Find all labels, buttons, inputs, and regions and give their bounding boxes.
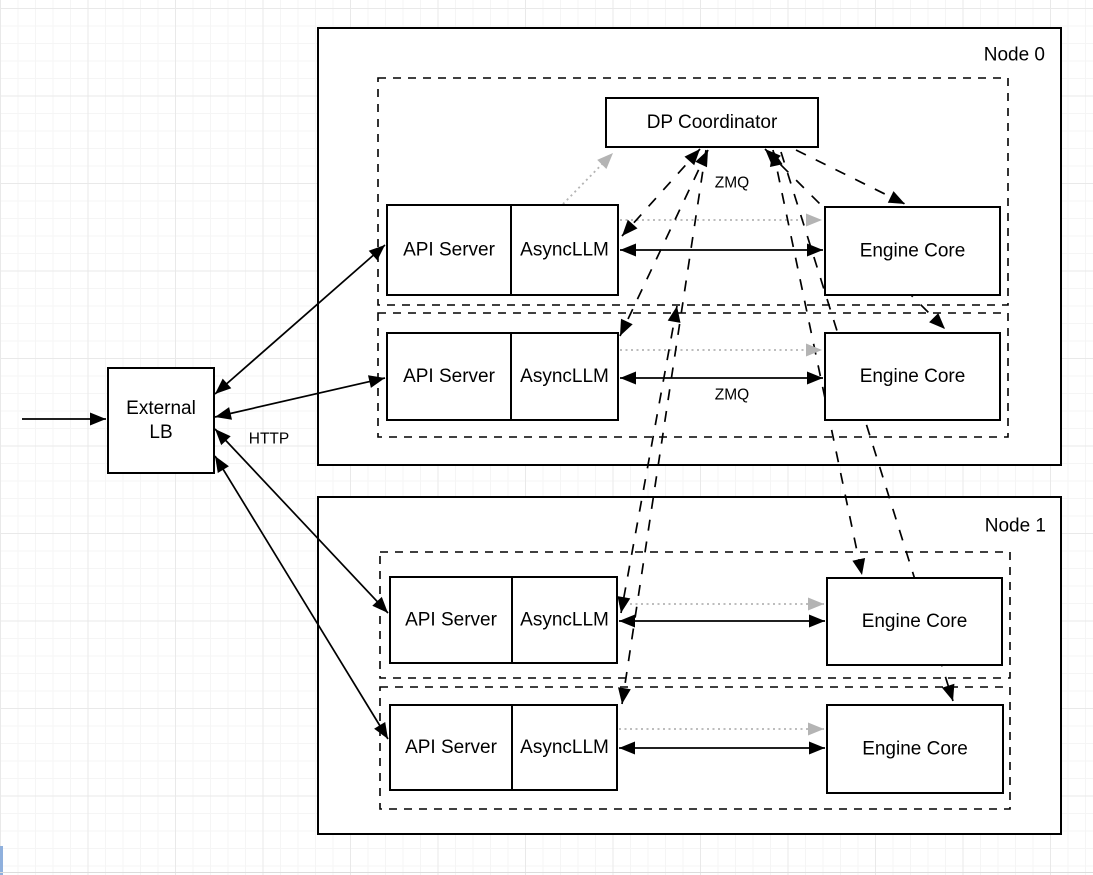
arrowhead-async-ec-dotted-n0r2-end: [806, 343, 822, 357]
arrowhead-lb-api-n1r2-start: [215, 456, 229, 473]
arrowhead-zmq-async-ec-n1r2-end: [809, 741, 825, 755]
box-engine-core-n0r1: [824, 206, 1001, 296]
arrowhead-lb-api-n1r1-start: [215, 429, 231, 446]
box-external-lb: [107, 367, 215, 474]
node1-replica-group-2: [379, 686, 1011, 810]
arrowhead-dp-async-n1r2-end: [618, 687, 631, 704]
arrowhead-dp-engine-n1r2-end: [942, 683, 955, 701]
label-engine-core-n0r2: Engine Core: [860, 366, 966, 387]
label-asyncllm-n0r2: AsyncLLM: [520, 366, 609, 387]
label-api-server-n1r2: API Server: [405, 737, 498, 758]
label-asyncllm-n0r1: AsyncLLM: [520, 240, 609, 261]
arrowhead-lb-api-n1r2-end: [374, 722, 388, 739]
node0-replica-group-1: [377, 77, 1009, 306]
label-zmq-top: ZMQ: [715, 175, 749, 192]
box-asyncllm-n1r2: [511, 704, 618, 791]
box-engine-core-n1r2: [826, 704, 1004, 794]
arrowhead-zmq-async-ec-n0r1-end: [807, 243, 823, 257]
edge-dp-async-n0r1: [621, 148, 701, 237]
arrowhead-lb-api-n0r2-start: [215, 407, 232, 420]
arrowhead-dp-async-n0r1-end: [622, 219, 638, 236]
arrowhead-dp-engine-n0r1-end: [887, 191, 905, 204]
arrowhead-zmq-async-ec-n0r1-start: [620, 243, 636, 257]
label-engine-core-n1r2: Engine Core: [862, 739, 968, 760]
node0-replica-group-2: [377, 312, 1009, 438]
label-asyncllm-n1r1: AsyncLLM: [520, 610, 609, 631]
arrowhead-dp-async-n1r1-start: [667, 306, 681, 323]
node-0-label: Node 0: [984, 45, 1045, 66]
grid-major-line: [0, 872, 1093, 873]
edge-dp-engine-n1r1: [772, 149, 863, 576]
arrowhead-dp-async-n0r2-start: [695, 150, 708, 168]
label-asyncllm-n1r2: AsyncLLM: [520, 737, 609, 758]
arrowhead-dp-engine-n1r1-end: [852, 558, 866, 575]
box-api-server-n1r1: [389, 576, 513, 664]
arrowhead-async-ec-dotted-n1r1-end: [808, 597, 824, 611]
label-dp-coordinator: DP Coordinator: [647, 112, 778, 133]
box-engine-core-n0r2: [824, 332, 1001, 421]
edge-lb-api-n0r1: [214, 244, 386, 395]
edge-dp-async-n1r2: [621, 149, 707, 705]
arrowhead-dp-engine-n1r1-start: [769, 150, 783, 167]
edge-lb-api-n1r2: [214, 455, 389, 740]
arrowhead-zmq-async-ec-n0r2-end: [807, 371, 823, 385]
box-asyncllm-n1r1: [511, 576, 618, 664]
arrowhead-dp-async-n0r2-end: [620, 318, 633, 336]
arrowhead-zmq-async-ec-n1r1-start: [619, 614, 635, 628]
arrowhead-zmq-async-ec-n1r1-end: [809, 614, 825, 628]
label-api-server-n0r1: API Server: [403, 240, 496, 261]
arrowhead-async-dp-dotted-end: [597, 153, 613, 169]
box-dp-coordinator: [605, 97, 819, 148]
arrowhead-async-ec-dotted-n1r2-end: [808, 722, 824, 736]
arrowhead-dp-async-n0r1-start: [684, 149, 700, 166]
box-asyncllm-n0r2: [510, 332, 619, 421]
edge-dp-engine-n1r2: [780, 151, 954, 702]
arrowhead-async-ec-dotted-n0r1-end: [806, 213, 822, 227]
edge-async-dp-dotted: [562, 152, 614, 205]
label-external-lb: External: [126, 398, 196, 419]
label-external-lb: LB: [149, 422, 172, 443]
edge-lb-api-n0r2: [214, 377, 386, 418]
arrowhead-dp-engine-n0r2-end: [929, 313, 945, 329]
node-1-label: Node 1: [985, 516, 1046, 537]
edge-lb-api-n1r1: [214, 428, 389, 614]
label-api-server-n0r2: API Server: [403, 366, 496, 387]
arrowhead-ingress-end: [90, 412, 106, 426]
arrowhead-lb-api-n0r1-start: [215, 378, 232, 394]
arrowhead-lb-api-n0r1-end: [368, 245, 385, 261]
box-asyncllm-n0r1: [510, 204, 619, 296]
label-engine-core-n0r1: Engine Core: [860, 241, 966, 262]
node1-replica-group-1: [379, 551, 1011, 679]
arrowhead-lb-api-n0r2-end: [368, 375, 385, 388]
label-api-server-n1r1: API Server: [405, 610, 498, 631]
edge-dp-async-n1r1: [620, 305, 678, 614]
box-engine-core-n1r1: [826, 577, 1003, 666]
label-engine-core-n1r1: Engine Core: [862, 611, 968, 632]
arrowhead-dp-async-n1r1-end: [617, 596, 631, 613]
arrowhead-zmq-async-ec-n0r2-start: [620, 371, 636, 385]
page-boundary-edge: [0, 846, 3, 875]
label-http: HTTP: [249, 431, 289, 448]
arrowhead-lb-api-n1r1-end: [372, 596, 388, 613]
box-api-server-n1r2: [389, 704, 513, 791]
arrowhead-zmq-async-ec-n1r2-start: [619, 741, 635, 755]
label-zmq-mid: ZMQ: [715, 387, 749, 404]
